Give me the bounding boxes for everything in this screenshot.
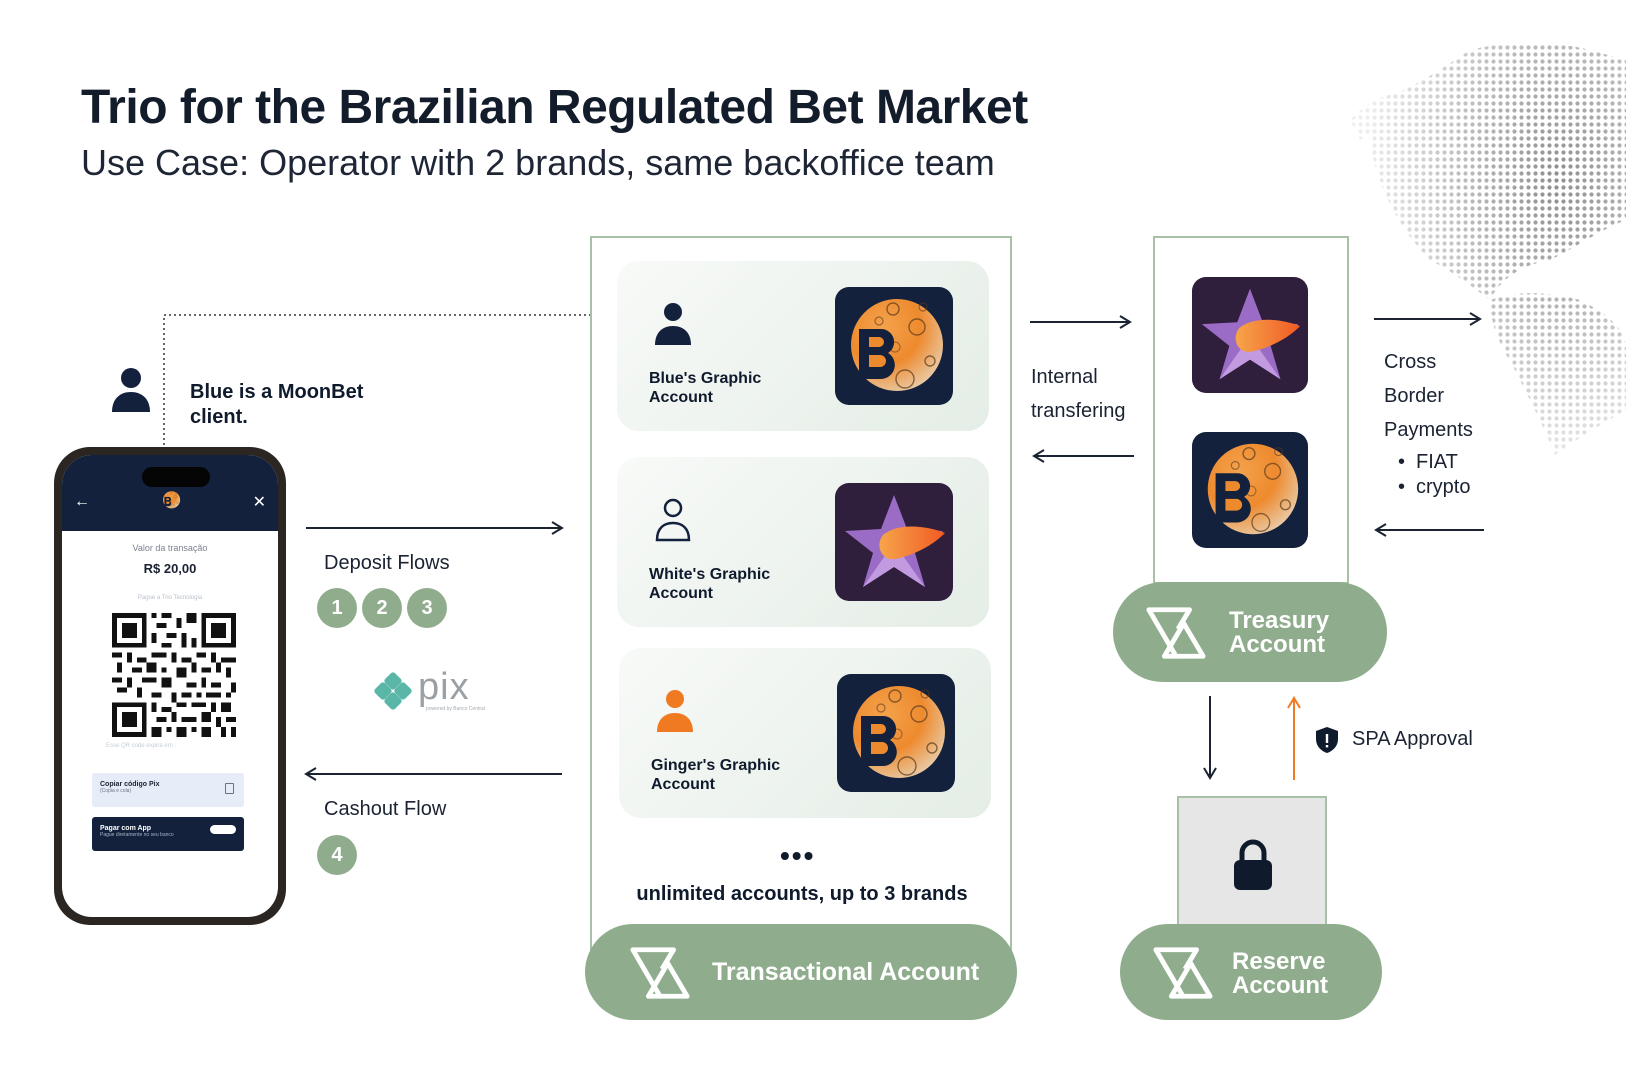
phone-header: ← ✕ <box>62 455 278 531</box>
transactional-account-label: Transactional Account <box>712 958 980 986</box>
phone-notch <box>142 467 210 487</box>
account-card-blue[interactable]: Blue's Graphic Account <box>617 261 989 431</box>
treasury-account-pill: Treasury Account <box>1113 582 1387 682</box>
cross-border-bullets: FIAT crypto <box>1398 450 1470 500</box>
copy-pix-sub: (Copia e cola) <box>100 788 132 794</box>
client-label: Blue is a MoonBet client. <box>190 381 364 428</box>
account-card-title: White's Graphic Account <box>649 566 771 602</box>
treasury-label-line2: Account <box>1229 631 1325 658</box>
unlimited-accounts-note: unlimited accounts, up to 3 brands <box>636 883 968 905</box>
reserve-account-pill: Reserve Account <box>1120 924 1382 1020</box>
internal-transfer-label: Internal transfering <box>1031 360 1126 428</box>
pay-to-label: Pague a Trio Tecnologia <box>137 595 203 601</box>
trio-logo-icon <box>1150 942 1216 1004</box>
internal-label-line1: Internal <box>1031 366 1098 388</box>
cross-border-in-arrow <box>1374 523 1484 537</box>
pix-tagline: powered by Banco Central <box>426 706 485 712</box>
deposit-flows-label: Deposit Flows <box>324 552 450 574</box>
pix-diamond-icon <box>374 672 412 710</box>
star-logo <box>835 483 953 601</box>
back-arrow-icon[interactable]: ← <box>74 493 90 510</box>
from-reserve-arrow <box>1287 696 1301 780</box>
phone-mockup: ← ✕ Valor da transação R$ 20,00 Pague a … <box>54 447 286 925</box>
cross-border-line: Payments <box>1384 419 1473 441</box>
deposit-step-2: 2 <box>362 588 402 628</box>
moonbet-logo <box>837 674 955 792</box>
cashout-step-4: 4 <box>317 835 357 875</box>
client-link-dotted-arrow <box>163 312 624 450</box>
bullet-crypto: crypto <box>1398 475 1470 500</box>
bank-apps-badge <box>210 825 236 834</box>
copy-pix-button[interactable]: Copiar código Pix (Copia e cola) <box>92 773 244 807</box>
cashout-arrow <box>304 767 562 781</box>
moonbet-logo <box>835 287 953 405</box>
copy-icon <box>225 783 234 794</box>
bullet-fiat: FIAT <box>1398 450 1470 475</box>
deposit-step-1: 1 <box>317 588 357 628</box>
close-icon[interactable]: ✕ <box>252 494 266 511</box>
person-orange-icon <box>657 690 693 732</box>
trio-logo-icon <box>1143 602 1209 664</box>
pay-app-title: Pagar com App <box>100 825 152 832</box>
account-card-title: Ginger's Graphic Account <box>651 757 781 793</box>
reserve-label-line1: Reserve <box>1232 948 1326 975</box>
transaction-amount: R$ 20,00 <box>143 561 197 576</box>
treasury-label-line1: Treasury <box>1229 607 1330 634</box>
cross-border-line: Cross <box>1384 351 1437 373</box>
qr-code <box>112 613 236 737</box>
person-navy-icon <box>112 368 150 412</box>
account-card-ginger[interactable]: Ginger's Graphic Account <box>619 648 991 818</box>
moonbet-logo <box>1192 432 1308 548</box>
internal-transfer-right-arrow <box>1030 315 1132 329</box>
cashout-flow-label: Cashout Flow <box>324 798 447 820</box>
to-reserve-arrow <box>1203 696 1217 780</box>
deposit-step-3: 3 <box>407 588 447 628</box>
shield-icon <box>1316 727 1338 753</box>
internal-transfer-left-arrow <box>1032 449 1134 463</box>
page-title: Trio for the Brazilian Regulated Bet Mar… <box>81 81 1028 134</box>
trio-logo-icon <box>627 942 693 1004</box>
account-card-title: Blue's Graphic Account <box>649 370 762 406</box>
cross-border-label: Cross Border Payments <box>1384 345 1473 447</box>
spa-approval-label: SPA Approval <box>1352 728 1473 750</box>
account-card-white[interactable]: White's Graphic Account <box>617 457 989 627</box>
cross-border-line: Border <box>1384 385 1445 407</box>
pay-app-sub: Pague diretamente no seu banco <box>100 832 174 838</box>
lock-icon <box>1234 839 1272 890</box>
phone-screen: ← ✕ Valor da transação R$ 20,00 Pague a … <box>62 455 278 917</box>
copy-pix-title: Copiar código Pix <box>100 781 160 788</box>
reserve-vault-panel <box>1177 796 1327 936</box>
cross-border-out-arrow <box>1374 312 1482 326</box>
more-accounts-ellipsis: ••• <box>780 840 816 871</box>
person-outline-icon <box>655 498 691 542</box>
globe-icon <box>1350 43 1626 455</box>
star-logo <box>1192 277 1308 393</box>
transactional-account-pill: Transactional Account <box>585 924 1017 1020</box>
moonbet-logo <box>160 489 182 511</box>
reserve-label-line2: Account <box>1232 972 1328 999</box>
person-navy-icon <box>655 303 691 345</box>
pay-with-app-button[interactable]: Pagar com App Pague diretamente no seu b… <box>92 817 244 851</box>
pix-wordmark: pix <box>418 666 470 708</box>
internal-label-line2: transfering <box>1031 400 1126 422</box>
page-subtitle: Use Case: Operator with 2 brands, same b… <box>81 142 995 183</box>
transaction-label: Valor da transação <box>132 543 208 553</box>
qr-expire-note: Esse QR code expira em : <box>106 743 177 749</box>
deposit-arrow <box>306 521 564 535</box>
